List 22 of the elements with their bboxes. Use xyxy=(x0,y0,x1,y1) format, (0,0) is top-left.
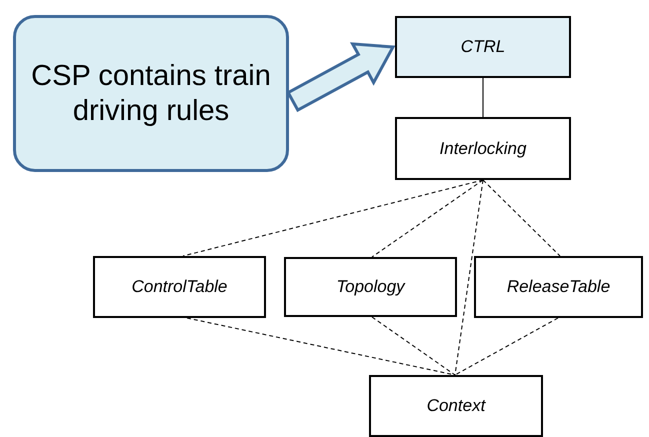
dashed-connector xyxy=(372,316,456,376)
module-label: Topology xyxy=(336,277,405,297)
module-label: ControlTable xyxy=(132,277,228,297)
module-box xyxy=(93,256,266,318)
dashed-connector xyxy=(454,318,558,376)
dashed-connector xyxy=(372,180,484,258)
module-box xyxy=(474,256,643,318)
dashed-connector xyxy=(454,180,484,376)
dashed-connector xyxy=(182,180,484,256)
dashed-connector xyxy=(482,180,560,256)
module-box xyxy=(395,117,571,180)
module-label: Interlocking xyxy=(440,138,526,158)
module-box xyxy=(369,375,543,437)
module-label: CTRL xyxy=(460,37,506,57)
connector-line xyxy=(482,78,484,118)
module-label: Context xyxy=(426,396,486,416)
module-label: ReleaseTable xyxy=(506,277,610,297)
block-arrow xyxy=(286,42,396,112)
module-box xyxy=(284,257,457,317)
callout-box xyxy=(13,15,289,172)
callout-text: CSP contains train driving rules xyxy=(30,58,272,128)
module-box xyxy=(395,16,571,78)
